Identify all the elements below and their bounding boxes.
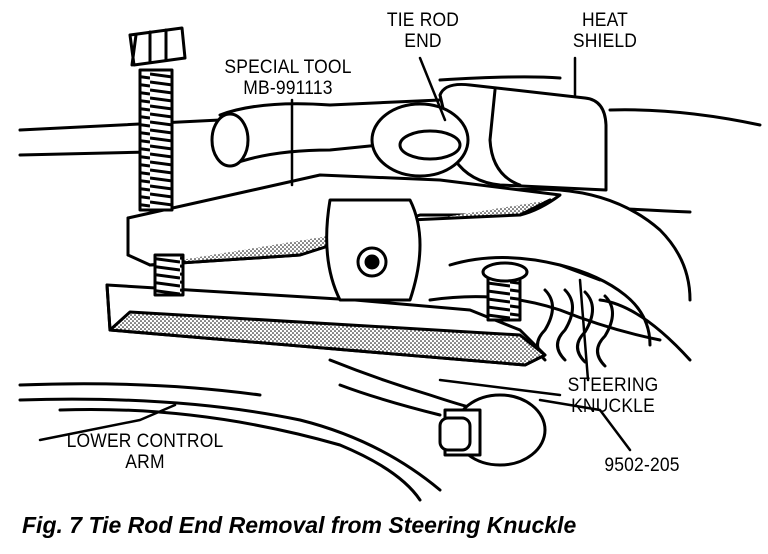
lower-control-arm (18, 382, 442, 502)
label-special-tool: SPECIAL TOOL MB-991113 (214, 57, 361, 99)
figure-number: 9502-205 (604, 455, 680, 476)
tie-rod-end (370, 102, 470, 178)
label-heat-shield: HEAT SHIELD (564, 10, 647, 52)
tool-pivot (325, 198, 422, 302)
label-tie-rod-end-line2: END (404, 31, 442, 52)
figure-caption: Fig. 7 Tie Rod End Removal from Steering… (22, 512, 577, 538)
leader-figure-number (538, 398, 632, 452)
leader-steering-knuckle (578, 278, 590, 382)
label-lower-control-arm-line1: LOWER CONTROL (66, 431, 224, 452)
label-special-tool-line1: SPECIAL TOOL (224, 57, 352, 78)
leader-lower-control-arm (38, 403, 177, 442)
label-lower-control-arm-line2: ARM (125, 452, 165, 473)
label-tie-rod-end-line1: TIE ROD (386, 10, 460, 31)
label-special-tool-line2: MB-991113 (243, 78, 333, 99)
forcing-screw (128, 26, 187, 297)
label-heat-shield-line2: SHIELD (572, 31, 638, 52)
label-heat-shield-line1: HEAT (581, 10, 629, 31)
label-steering-knuckle: STEERING KNUCKLE (553, 375, 673, 417)
label-steering-knuckle-line1: STEERING (567, 375, 659, 396)
lower-ball-stud (328, 358, 547, 467)
leader-tie-rod-end (418, 56, 447, 122)
heat-shield (438, 83, 608, 192)
leader-lines (38, 56, 632, 452)
special-tool-lower-jaw (105, 283, 547, 367)
tie-rod-shaft (18, 75, 762, 214)
label-lower-control-arm: LOWER CONTROL ARM (48, 431, 241, 473)
leader-steering-knuckle-2 (438, 378, 562, 397)
label-tie-rod-end: TIE ROD END (382, 10, 465, 52)
tie-rod-stud (481, 261, 529, 322)
label-steering-knuckle-line2: KNUCKLE (571, 396, 655, 417)
